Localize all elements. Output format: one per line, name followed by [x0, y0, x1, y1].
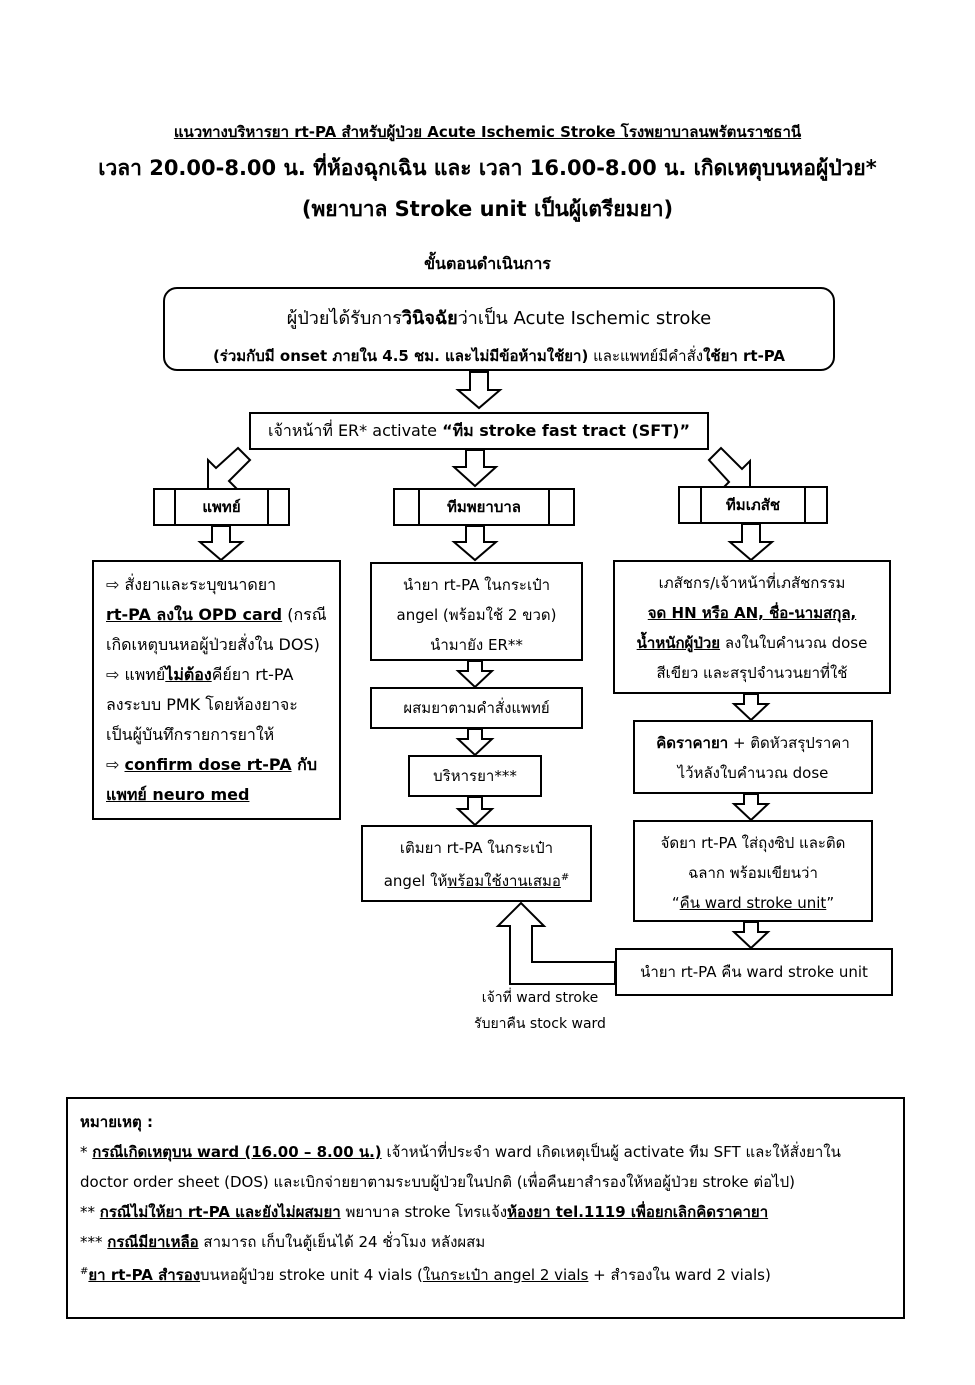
arrow-down-icon: [731, 793, 771, 822]
pharmacy-pack-line-3: “คืน ward stroke unit”: [671, 894, 835, 912]
time-subtitle: เวลา 20.00-8.00 น. ที่ห้องฉุกเฉิน และ เว…: [98, 156, 877, 180]
team-nurse-header: ทีมพยาบาล: [393, 488, 575, 526]
pharmacy-pack-line-2: ฉลาก พร้อมเขียนว่า: [688, 864, 818, 882]
pharmacy-record-box: เภสัชกร/เจ้าหน้าที่เภสัชกรรม จด HN หรือ …: [613, 560, 891, 694]
arrow-down-icon: [455, 728, 495, 757]
note-1: * กรณีเกิดเหตุบน ward (16.00 – 8.00 น.) …: [80, 1143, 841, 1161]
team-doctor-header: แพทย์: [153, 488, 290, 526]
diagnosis-box: ผู้ป่วยได้รับการวินิจฉัยว่าเป็น Acute Is…: [163, 287, 835, 371]
arrow-right-icon: ⇨: [106, 575, 120, 594]
arrow-down-icon: [455, 796, 495, 827]
header-divider: [418, 490, 420, 524]
preparer-subtitle: (พยาบาล Stroke unit เป็นผู้เตรียมยา): [301, 197, 674, 221]
activate-box: เจ้าหน้าที่ ER* activate “ทีม stroke fas…: [249, 412, 709, 450]
arrow-down-icon: [727, 523, 775, 562]
document-title: แนวทางบริหารยา rt-PA สำหรับผู้ป่วย Acute…: [173, 123, 802, 141]
diagnosis-line1: ผู้ป่วยได้รับการวินิจฉัยว่าเป็น Acute Is…: [286, 308, 712, 329]
arrow-down-icon: [455, 371, 503, 410]
pharmacy-pack-line-1: จัดยา rt-PA ใส่ถุงซิป และติด: [660, 834, 846, 852]
nurse-administer-box: บริหารยา***: [408, 755, 542, 797]
ward-receive-note: เจ้าที่ ward stroke รับยาคืน stock ward: [474, 990, 606, 1032]
pharmacy-price-box: คิดราคายา + ติดหัวสรุปราคา ไว้หลังใบคำนว…: [633, 720, 873, 794]
header-divider: [174, 490, 176, 524]
nurse-refill-line-1: เติมยา rt-PA ในกระเป๋า: [399, 839, 554, 857]
notes-heading: หมายเหตุ :: [80, 1113, 153, 1131]
arrow-down-icon: [451, 449, 499, 488]
arrow-down-icon: [731, 921, 771, 950]
note-2: ** กรณีไม่ให้ยา rt-PA และยังไม่ผสมยา พยา…: [80, 1203, 769, 1221]
section-title: ขั้นตอนดำเนินการ: [424, 254, 551, 273]
nurse-bring-line-1: นำยา rt-PA ในกระเป๋า: [402, 576, 551, 594]
doctor-line-3: เกิดเหตุบนหอผู้ป่วยสั่งใน DOS): [106, 635, 320, 654]
arrow-down-right-icon: [707, 446, 751, 491]
header-divider: [548, 490, 550, 524]
diagnosis-line2: (ร่วมกับมี onset ภายใน 4.5 ชม. และไม่มีข…: [212, 347, 786, 365]
arrow-down-icon: [455, 660, 495, 689]
nurse-refill-line-2: angel ให้พร้อมใช้งานเสมอ#: [383, 872, 570, 890]
nurse-bring-drug-box: นำยา rt-PA ในกระเป๋า angel (พร้อมใช้ 2 ข…: [370, 562, 583, 661]
doctor-line-8: แพทย์ neuro med: [106, 785, 250, 804]
header-divider: [804, 488, 806, 522]
arrow-right-icon: ⇨: [106, 665, 120, 684]
pharmacy-record-line-1: เภสัชกร/เจ้าหน้าที่เภสัชกรรม: [658, 574, 846, 592]
header-divider: [700, 488, 702, 522]
return-arrow-icon: [495, 901, 616, 985]
pharmacy-record-line-4: สีเขียว และสรุปจำนวนยาที่ใช้: [656, 664, 848, 682]
arrow-down-left-icon: [207, 446, 252, 490]
arrow-right-icon: ⇨: [106, 755, 125, 774]
note-1-continued: doctor order sheet (DOS) และเบิกจ่ายยาตา…: [80, 1173, 796, 1191]
nurse-refill-box: เติมยา rt-PA ในกระเป๋า angel ให้พร้อมใช้…: [361, 825, 592, 902]
doctor-line-4: ⇨ แพทย์ไม่ต้องคีย์ยา rt-PA: [106, 665, 294, 684]
doctor-line-1: ⇨ สั่งยาและระบุขนาดยา: [106, 575, 277, 594]
pharmacy-record-line-3: น้ำหนักผู้ป่วย ลงในใบคำนวณ dose: [636, 634, 868, 652]
pharmacy-record-line-2: จด HN หรือ AN, ชื่อ-นามสกุล,: [647, 604, 857, 622]
pharmacy-return-box: นำยา rt-PA คืน ward stroke unit: [615, 948, 893, 996]
note-3: *** กรณีมียาเหลือ สามารถ เก็บในตู้เย็นได…: [80, 1233, 486, 1251]
arrow-down-icon: [731, 693, 771, 722]
pharmacy-price-line-1: คิดราคายา + ติดหัวสรุปราคา: [656, 734, 850, 752]
team-pharmacy-header: ทีมเภสัช: [678, 486, 828, 524]
note-4: #ยา rt-PA สำรองบนหอผู้ป่วย stroke unit 4…: [80, 1266, 771, 1284]
doctor-instructions-box: ⇨ สั่งยาและระบุขนาดยา rt-PA ลงใน OPD car…: [92, 560, 341, 820]
nurse-mix-box: ผสมยาตามคำสั่งแพทย์: [370, 687, 583, 729]
arrow-down-icon: [197, 525, 245, 562]
nurse-bring-line-3: นำมายัง ER**: [430, 636, 523, 654]
notes-box: หมายเหตุ : * กรณีเกิดเหตุบน ward (16.00 …: [66, 1097, 905, 1319]
doctor-line-5: ลงระบบ PMK โดยห้องยาจะ: [106, 695, 298, 714]
arrow-down-icon: [451, 525, 499, 562]
header-divider: [267, 490, 269, 524]
pharmacy-price-line-2: ไว้หลังใบคำนวณ dose: [677, 764, 829, 782]
doctor-line-7: ⇨ confirm dose rt-PA กับ: [106, 755, 317, 774]
doctor-line-6: เป็นผู้บันทึกรายการยาให้: [106, 725, 275, 744]
nurse-bring-line-2: angel (พร้อมใช้ 2 ขวด): [396, 606, 557, 624]
doctor-line-2: rt-PA ลงใน OPD card (กรณี: [106, 605, 327, 624]
pharmacy-pack-box: จัดยา rt-PA ใส่ถุงซิป และติด ฉลาก พร้อมเ…: [633, 820, 873, 922]
